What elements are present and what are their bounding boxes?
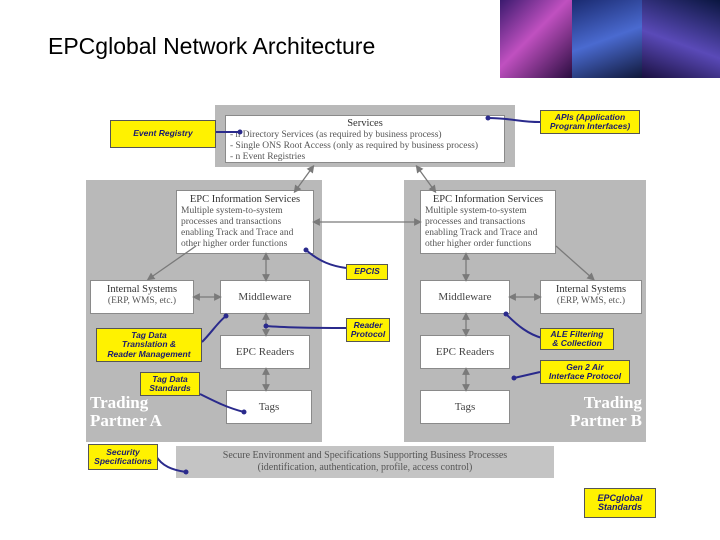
partner-a-tags-box: Tags (226, 390, 312, 424)
services-line-2: - Single ONS Root Access (only as requir… (230, 141, 479, 151)
callout-tag-standards-line-1: Tag Data (152, 373, 188, 384)
services-line-1: - n Directory Services (as required by b… (230, 130, 442, 140)
services-box: Services - n Directory Services (as requ… (225, 115, 505, 163)
partner-a-epc-is-line-2: processes and transactions (181, 217, 282, 227)
partner-b-name: Trading Partner B (564, 394, 642, 430)
page-title: EPCglobal Network Architecture (48, 33, 376, 59)
partner-b-tags-box: Tags (420, 390, 510, 424)
callout-tag-translation-line-3: Reader Management (107, 348, 191, 359)
partner-b-epc-is-box: EPC Information Services Multiple system… (420, 190, 556, 254)
callout-tag-standards-line-2: Standards (149, 383, 191, 393)
partner-a-readers-box: EPC Readers (220, 335, 310, 369)
partner-b-middleware-label: Middleware (438, 291, 492, 303)
partner-b-middleware-box: Middleware (420, 280, 510, 314)
partner-b-internal-title: Internal Systems (555, 284, 627, 295)
callout-security: Security Specifications (88, 444, 158, 470)
partner-a-panel: EPC Information Services Multiple system… (86, 180, 322, 442)
logo-line-1: EPCglobal (597, 492, 643, 503)
callout-event-registry: Event Registry (110, 120, 216, 148)
callout-gen2-line-2: Interface Protocol (548, 371, 622, 381)
callout-reader-protocol: Reader Protocol (346, 318, 390, 342)
secure-environment-line-2: (identification, authentication, profile… (257, 462, 473, 473)
partner-b-name-line-2: Partner B (570, 411, 642, 430)
partner-b-panel: EPC Information Services Multiple system… (404, 180, 646, 442)
callout-ale: ALE Filtering & Collection (540, 328, 614, 350)
partner-a-epc-is-title: EPC Information Services (189, 194, 301, 205)
callout-security-line-2: Specifications (94, 456, 152, 466)
partner-b-epc-is-title: EPC Information Services (432, 194, 544, 205)
callout-tag-translation-line-2: Translation & (121, 339, 177, 350)
epcglobal-standards-logo: EPCglobal Standards (584, 488, 656, 518)
partner-b-internal-systems-box: Internal Systems (ERP, WMS, etc.) (540, 280, 642, 314)
callout-gen2-line-1: Gen 2 Air (566, 361, 604, 372)
callout-reader-protocol-line-2: Protocol (350, 329, 386, 339)
partner-b-tags-label: Tags (454, 401, 476, 413)
secure-environment-bar: Secure Environment and Specifications Su… (176, 446, 554, 478)
partner-a-tags-label: Tags (258, 401, 280, 413)
partner-a-internal-title: Internal Systems (106, 284, 178, 295)
partner-b-readers-label: EPC Readers (435, 346, 495, 358)
callout-epcis-text: EPCIS (354, 266, 380, 277)
partner-b-epc-is-line-2: processes and transactions (425, 217, 526, 227)
callout-reader-protocol-line-1: Reader (353, 319, 383, 330)
services-panel: Services - n Directory Services (as requ… (215, 105, 515, 167)
partner-a-middleware-label: Middleware (238, 291, 292, 303)
header-photo-keypad (572, 0, 642, 78)
partner-a-epc-is-box: EPC Information Services Multiple system… (176, 190, 314, 254)
callout-security-line-1: Security (106, 446, 140, 457)
callout-ale-line-1: ALE Filtering (550, 328, 604, 339)
partner-a-name: Trading Partner A (90, 394, 162, 430)
partner-a-epc-is-line-3: enabling Track and Trace and (181, 228, 294, 238)
partner-a-epc-is-line-4: other higher order functions (181, 239, 288, 249)
partner-b-epc-is-line-3: enabling Track and Trace and (425, 228, 538, 238)
header-photo-connector (500, 0, 572, 78)
partner-b-epc-is-line-1: Multiple system-to-system (425, 206, 527, 216)
partner-b-epc-is-line-4: other higher order functions (425, 239, 532, 249)
callout-tag-translation-line-1: Tag Data (131, 329, 167, 340)
partner-a-epc-is-line-1: Multiple system-to-system (181, 206, 283, 216)
callout-tag-translation: Tag Data Translation & Reader Management (96, 328, 202, 362)
callout-gen2: Gen 2 Air Interface Protocol (540, 360, 630, 384)
services-line-3: - n Event Registries (230, 152, 306, 162)
services-title: Services (347, 118, 383, 129)
callout-apis-line-1: APIs (Application (554, 111, 626, 122)
callout-event-registry-text: Event Registry (133, 128, 193, 139)
callout-epcis: EPCIS (346, 264, 388, 280)
partner-a-name-line-2: Partner A (90, 411, 162, 430)
partner-b-readers-box: EPC Readers (420, 335, 510, 369)
partner-a-middleware-box: Middleware (220, 280, 310, 314)
callout-tag-standards: Tag Data Standards (140, 372, 200, 396)
partner-b-internal-sub: (ERP, WMS, etc.) (556, 296, 626, 306)
logo-line-2: Standards (597, 502, 642, 512)
callout-apis-line-2: Program Interfaces) (549, 121, 631, 131)
partner-a-internal-systems-box: Internal Systems (ERP, WMS, etc.) (90, 280, 194, 314)
secure-environment-line-1: Secure Environment and Specifications Su… (222, 450, 508, 461)
callout-apis: APIs (Application Program Interfaces) (540, 110, 640, 134)
partner-a-name-line-1: Trading (90, 393, 149, 412)
callout-ale-line-2: & Collection (552, 338, 602, 348)
partner-a-internal-sub: (ERP, WMS, etc.) (107, 296, 177, 306)
header-photo-dancer (642, 0, 720, 78)
partner-a-readers-label: EPC Readers (235, 346, 295, 358)
partner-b-name-line-1: Trading (583, 393, 642, 412)
